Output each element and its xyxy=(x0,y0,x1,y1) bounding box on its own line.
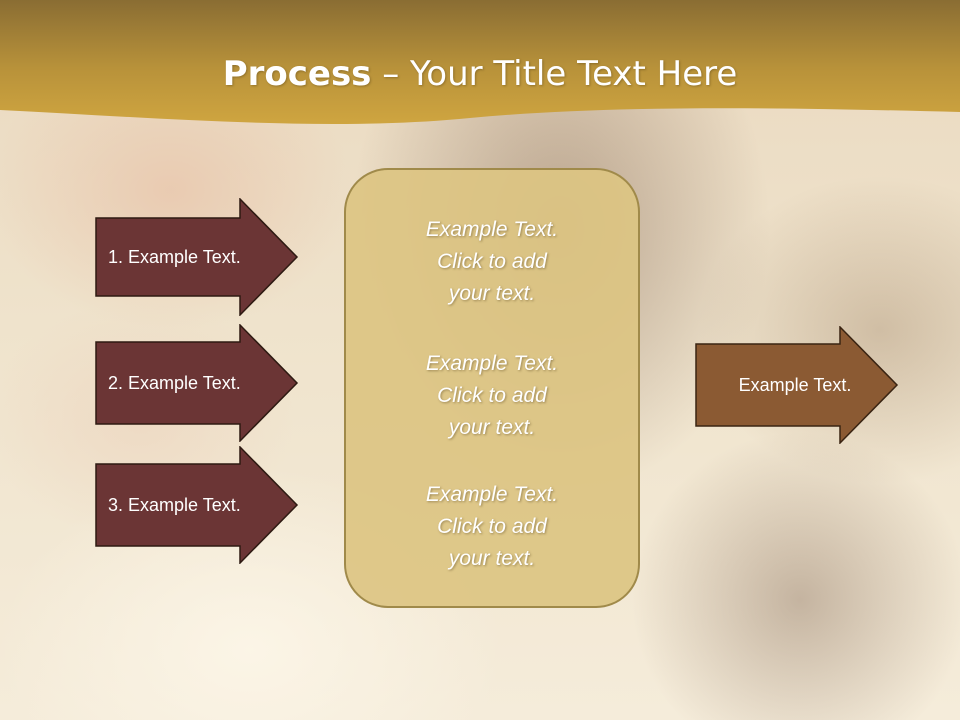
left-arrow-2-label: 2. Example Text. xyxy=(108,372,241,393)
slide-title[interactable]: Process – Your Title Text Here xyxy=(0,52,960,96)
center-block-2: Example Text. Click to add your text. xyxy=(346,348,638,444)
center-block-1-line3: your text. xyxy=(448,282,536,305)
left-arrow-2[interactable]: 2. Example Text. xyxy=(95,324,299,442)
center-block-1-line1: Example Text. xyxy=(425,218,559,241)
center-block-2-line2: Click to add xyxy=(437,384,547,407)
center-block-1-line2: Click to add xyxy=(437,250,547,273)
title-bold-part: Process xyxy=(222,54,372,94)
right-arrow-label: Example Text. xyxy=(738,374,852,395)
center-block-1: Example Text. Click to add your text. xyxy=(346,214,638,310)
center-block-3: Example Text. Click to add your text. xyxy=(346,479,638,575)
left-arrow-1[interactable]: 1. Example Text. xyxy=(95,198,299,316)
left-arrow-3-label: 3. Example Text. xyxy=(108,494,241,515)
left-arrow-3[interactable]: 3. Example Text. xyxy=(95,446,299,564)
arrow-right-icon xyxy=(695,326,899,444)
header-wave-shape xyxy=(0,0,960,124)
header-banner xyxy=(0,0,960,140)
center-block-3-line3: your text. xyxy=(448,547,536,570)
arrow-right-icon xyxy=(95,446,299,564)
right-arrow[interactable]: Example Text. xyxy=(695,326,899,444)
title-regular-part: – Your Title Text Here xyxy=(371,54,738,94)
left-arrow-1-label: 1. Example Text. xyxy=(108,246,241,267)
center-block-3-line1: Example Text. xyxy=(425,483,559,506)
center-block-2-line1: Example Text. xyxy=(425,352,559,375)
center-block-3-line2: Click to add xyxy=(437,515,547,538)
arrow-right-icon xyxy=(95,324,299,442)
center-block-2-line3: your text. xyxy=(448,416,536,439)
center-text-box[interactable]: Example Text. Click to add your text. Ex… xyxy=(344,168,640,608)
arrow-right-icon xyxy=(95,198,299,316)
